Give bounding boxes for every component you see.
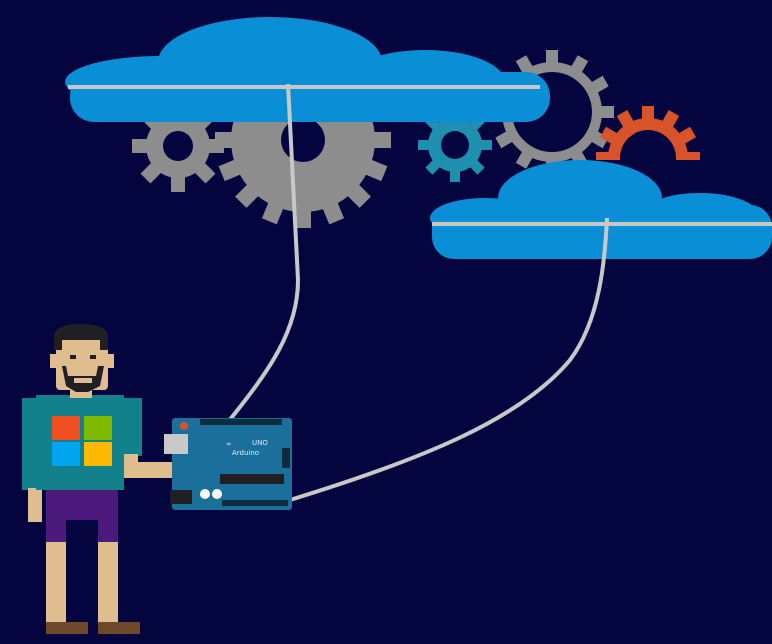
board-brand: Arduino [232, 449, 259, 457]
board-model: UNO [252, 439, 268, 447]
cloud-icon-large [65, 17, 550, 122]
board-logo: ∞ [226, 440, 232, 448]
cloud-icon-small [430, 160, 772, 259]
windows-logo-icon [52, 416, 112, 466]
wire-to-small-cloud [289, 217, 609, 502]
wire-to-large-cloud [226, 83, 301, 424]
arduino-board-icon: ∞ UNO Arduino [164, 418, 292, 510]
person-figure [22, 324, 176, 634]
